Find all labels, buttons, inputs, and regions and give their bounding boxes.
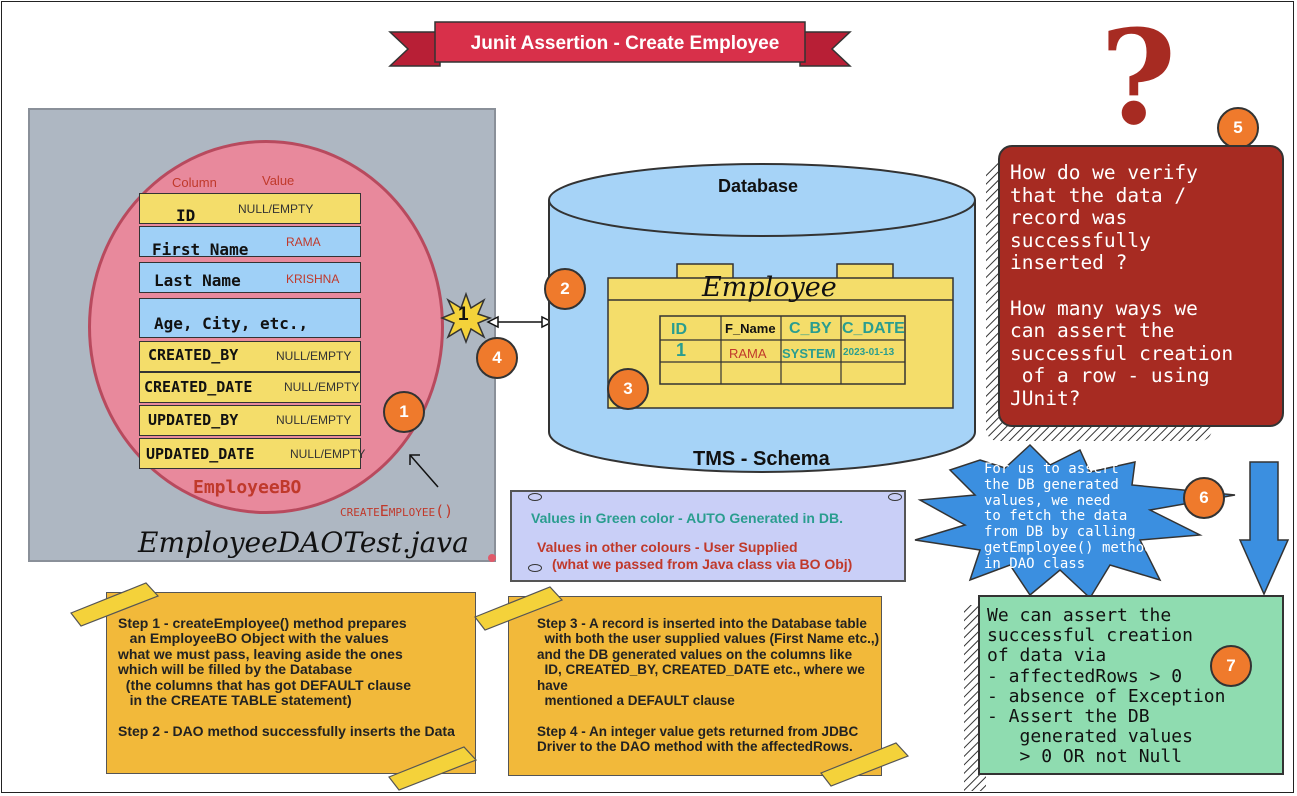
field-name: ID — [176, 206, 196, 225]
legend-auto-generated: Values in Green color - AUTO Generated i… — [531, 510, 843, 526]
info-starburst-text: For us to assert the DB generated values… — [984, 461, 1153, 572]
legend-pin-icon — [888, 493, 902, 501]
field-value: NULL/EMPTY — [290, 447, 366, 461]
assertion-text: We can assert the successful creation of… — [987, 605, 1226, 768]
test-file-name: EmployeeDAOTest.java — [138, 526, 469, 559]
step-marker-2: 2 — [544, 268, 586, 310]
arrow-to-method — [409, 454, 439, 488]
legend-pin-icon — [528, 493, 542, 501]
field-value: NULL/EMPTY — [276, 413, 352, 427]
down-arrow-icon — [1238, 461, 1290, 596]
table-name: Employee — [702, 272, 837, 303]
info-starburst — [914, 443, 1236, 600]
table-header-cby: C_BY — [789, 320, 832, 337]
steps-3-4-text: Step 3 - A record is inserted into the D… — [537, 616, 880, 755]
step-marker-7: 7 — [1210, 645, 1252, 687]
double-arrow — [486, 315, 554, 329]
table-cell-id: 1 — [676, 340, 687, 360]
employee-bo-title: EmployeeBO — [193, 477, 302, 498]
table-cell-cby: SYSTEM — [782, 346, 836, 361]
step-marker-4: 4 — [476, 337, 518, 379]
create-employee-label: createEmployee() — [340, 502, 454, 520]
tape-strip — [820, 742, 910, 787]
field-row-updated-by: UPDATED_BY NULL/EMPTY — [139, 405, 361, 436]
steps-1-2-text: Step 1 - createEmployee() method prepare… — [118, 615, 455, 739]
schema-name: TMS - Schema — [693, 448, 830, 470]
field-row-id: ID NULL/EMPTY — [139, 193, 361, 225]
field-value: KRISHNA — [286, 272, 340, 286]
field-row-created-by: CREATED_BY NULL/EMPTY — [139, 341, 361, 372]
field-row-created-date: CREATED_DATE NULL/EMPTY — [139, 372, 361, 403]
steps-3-4-box — [508, 596, 882, 776]
question-box — [998, 145, 1284, 427]
table-cell-fname: RAMA — [729, 346, 767, 361]
tape-strip — [388, 746, 478, 791]
table-header-fname: F_Name — [725, 321, 776, 336]
resize-handle[interactable] — [488, 554, 496, 562]
step-marker-6: 6 — [1183, 477, 1225, 519]
tape-strip — [474, 586, 564, 631]
color-legend — [510, 490, 906, 582]
step-marker-3: 3 — [607, 368, 649, 410]
legend-pin-icon — [528, 564, 542, 572]
field-name: Last Name — [154, 271, 241, 290]
table-header-id: ID — [671, 321, 687, 338]
field-value: NULL/EMPTY — [284, 380, 360, 394]
question-mark-icon: ? — [1100, 1, 1177, 154]
value-header: Value — [262, 173, 295, 188]
table-header-cdate: C_DATE — [842, 320, 905, 337]
field-name: Age, City, etc., — [154, 314, 309, 333]
field-value: RAMA — [286, 235, 321, 249]
field-value: NULL/EMPTY — [238, 202, 314, 216]
field-name: CREATED_BY — [148, 346, 239, 364]
field-value: NULL/EMPTY — [276, 349, 352, 363]
field-name: UPDATED_BY — [148, 411, 239, 429]
starburst-icon — [440, 292, 492, 344]
banner-title: Junit Assertion - Create Employee — [470, 33, 780, 54]
field-row-last-name: Last Name KRISHNA — [139, 262, 361, 293]
tape-strip — [70, 582, 160, 627]
field-row-first-name: First Name RAMA — [139, 226, 361, 259]
field-name: First Name — [152, 240, 249, 259]
field-name: UPDATED_DATE — [146, 445, 255, 463]
banner-ribbon — [388, 21, 852, 67]
step-marker-5: 5 — [1217, 107, 1259, 149]
steps-1-2-box — [106, 592, 476, 774]
field-row-age-city: Age, City, etc., — [139, 298, 361, 338]
table-cell-cdate: 2023-01-13 — [843, 347, 895, 358]
legend-user-supplied: Values in other colours - User Supplied — [537, 539, 798, 555]
field-name: CREATED_DATE — [144, 378, 253, 396]
step-marker-1: 1 — [383, 391, 425, 433]
employee-table-card — [607, 263, 954, 409]
database-title: Database — [718, 176, 799, 196]
column-header: Column — [172, 175, 217, 190]
starburst-label: 1 — [458, 304, 469, 325]
legend-user-supplied-detail: (what we passed from Java class via BO O… — [552, 556, 853, 572]
field-row-updated-date: UPDATED_DATE NULL/EMPTY — [139, 438, 365, 469]
question-text: How do we verify that the data / record … — [1010, 161, 1234, 410]
